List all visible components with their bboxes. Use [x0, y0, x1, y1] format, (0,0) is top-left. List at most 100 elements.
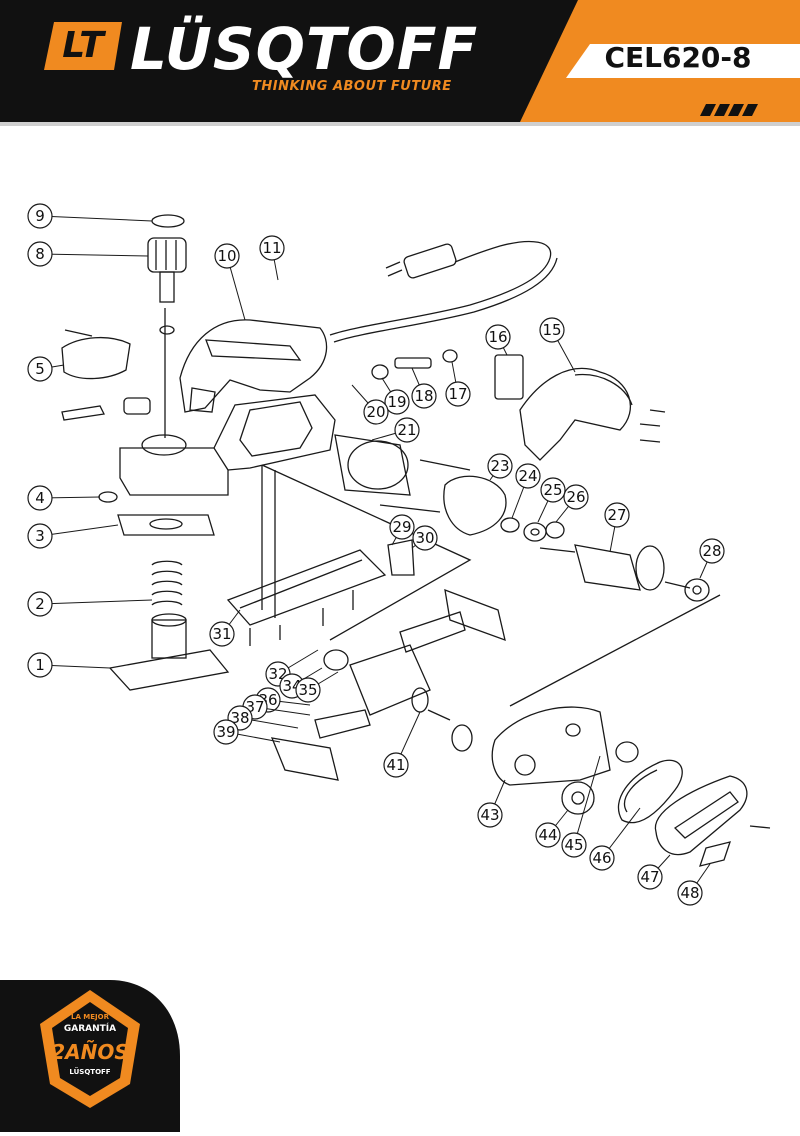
- part-callout-41: 41: [383, 711, 421, 778]
- part-callout-48: 48: [677, 863, 711, 906]
- part-number-43: 43: [480, 806, 499, 824]
- part-number-20: 20: [366, 403, 385, 421]
- part-callout-23: 23: [487, 453, 513, 481]
- leader-line-3: [39, 524, 119, 537]
- part-number-31: 31: [212, 625, 231, 643]
- warranty-badge: LA MEJOR GARANTÍA 2AÑOS LÜSQTOFF: [0, 980, 180, 1132]
- part-number-48: 48: [680, 884, 699, 902]
- part-number-39: 39: [216, 723, 235, 741]
- part-callout-46: 46: [589, 807, 641, 871]
- callout-circle-11: [259, 235, 285, 261]
- part-number-41: 41: [386, 756, 405, 774]
- part-number-9: 9: [35, 207, 45, 225]
- part-number-17: 17: [448, 385, 467, 403]
- part-number-19: 19: [387, 393, 406, 411]
- part-number-44: 44: [538, 826, 557, 844]
- callout-circle-35: [295, 677, 321, 703]
- part-number-11: 11: [262, 239, 281, 257]
- callout-circle-17: [445, 381, 471, 407]
- callout-circle-45: [561, 832, 587, 858]
- callout-circle-41: [383, 752, 409, 778]
- part-number-25: 25: [543, 481, 562, 499]
- part-callout-19: 19: [381, 377, 410, 415]
- part-callout-2: 2: [27, 591, 153, 617]
- callout-circle-23: [487, 453, 513, 479]
- part-number-21: 21: [397, 421, 416, 439]
- callout-circle-43: [477, 802, 503, 828]
- part-number-27: 27: [607, 506, 626, 524]
- callout-circle-24: [515, 463, 541, 489]
- part-number-35: 35: [298, 681, 317, 699]
- callout-circle-9: [27, 203, 53, 229]
- leader-line-45: [573, 755, 601, 846]
- part-number-46: 46: [592, 849, 611, 867]
- part-callout-11: 11: [259, 235, 285, 281]
- badge-line-4: LÜSQTOFF: [69, 1068, 111, 1076]
- diagram-drawing: 1234589101115161718192021232425262728293…: [27, 203, 771, 906]
- callout-circle-18: [411, 383, 437, 409]
- callout-circle-30: [412, 525, 438, 551]
- part-callout-1: 1: [27, 652, 111, 678]
- part-number-10: 10: [217, 247, 236, 265]
- part-callout-16: 16: [485, 324, 511, 356]
- leader-line-2: [39, 599, 153, 605]
- part-number-1: 1: [35, 656, 45, 674]
- part-number-29: 29: [392, 518, 411, 536]
- page-header: LT LÜSQTOFF THINKING ABOUT FUTURE CEL620…: [0, 0, 800, 130]
- part-callout-15: 15: [539, 317, 576, 373]
- model-number: CEL620-8: [604, 41, 752, 74]
- part-number-15: 15: [542, 321, 561, 339]
- part-number-47: 47: [640, 868, 659, 886]
- callout-circle-27: [604, 502, 630, 528]
- badge-line-3: 2AÑOS: [51, 1040, 129, 1064]
- part-callout-44: 44: [535, 809, 569, 848]
- part-callout-24: 24: [511, 463, 541, 519]
- callout-circle-21: [394, 417, 420, 443]
- callout-circle-5: [27, 356, 53, 382]
- part-callout-17: 17: [445, 361, 471, 407]
- callout-circle-25: [540, 477, 566, 503]
- callout-circle-39: [213, 719, 239, 745]
- callout-circle-44: [535, 822, 561, 848]
- callout-circle-4: [27, 485, 53, 511]
- callout-circle-1: [27, 652, 53, 678]
- part-callout-31: 31: [209, 609, 241, 647]
- part-number-8: 8: [35, 245, 45, 263]
- part-number-3: 3: [35, 527, 45, 545]
- part-number-30: 30: [415, 529, 434, 547]
- callout-circle-3: [27, 523, 53, 549]
- part-number-26: 26: [566, 488, 585, 506]
- part-callout-27: 27: [604, 502, 630, 553]
- callout-circle-29: [389, 514, 415, 540]
- callout-circle-8: [27, 241, 53, 267]
- part-callout-8: 8: [27, 241, 149, 267]
- part-callout-38: 38: [227, 705, 299, 731]
- part-number-24: 24: [518, 467, 537, 485]
- part-callout-25: 25: [537, 477, 566, 523]
- part-callout-10: 10: [214, 243, 246, 321]
- part-number-16: 16: [488, 328, 507, 346]
- part-callout-20: 20: [351, 384, 389, 425]
- part-number-18: 18: [414, 387, 433, 405]
- header-background: [0, 0, 800, 126]
- callout-circle-31: [209, 621, 235, 647]
- part-number-28: 28: [702, 542, 721, 560]
- badge-line-1: LA MEJOR: [70, 1013, 109, 1021]
- callout-circle-16: [485, 324, 511, 350]
- part-number-45: 45: [564, 836, 583, 854]
- callout-circle-15: [539, 317, 565, 343]
- callout-circle-26: [563, 484, 589, 510]
- part-number-4: 4: [35, 489, 45, 507]
- part-callout-26: 26: [555, 484, 589, 523]
- part-callout-43: 43: [477, 779, 506, 828]
- part-callout-29: 29: [389, 514, 415, 546]
- callout-circle-48: [677, 880, 703, 906]
- brand-name: LÜSQTOFF: [130, 15, 479, 83]
- callout-circle-10: [214, 243, 240, 269]
- part-callout-35: 35: [295, 671, 339, 703]
- part-number-2: 2: [35, 595, 45, 613]
- callout-circle-19: [384, 389, 410, 415]
- badge-background: [0, 980, 180, 1132]
- part-callout-5: 5: [27, 356, 65, 382]
